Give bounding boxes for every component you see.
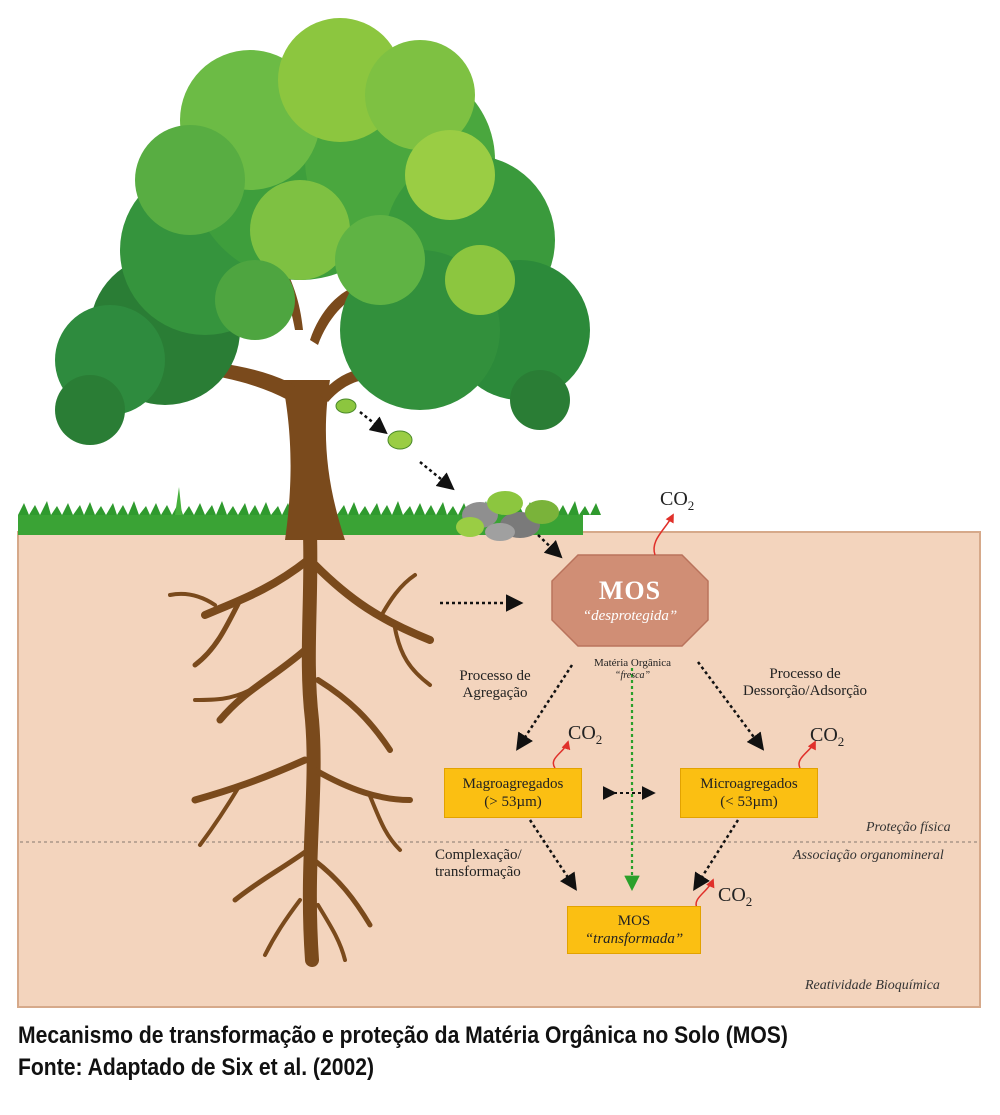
- desorption-line1: Processo de: [769, 666, 841, 682]
- co2-subscript: 2: [837, 734, 845, 749]
- caption-title: Mecanismo de transformação e proteção da…: [18, 1022, 788, 1049]
- co2-label-transformed: CO2: [718, 884, 752, 910]
- co2-label-micro: CO2: [810, 724, 844, 750]
- co2-subscript: 2: [595, 732, 603, 747]
- macro-line1: Magroagregados: [462, 776, 564, 792]
- soil-organic-matter-diagram: MOS “desprotegida” Matéria Orgânica “fre…: [17, 18, 981, 1008]
- co2-arrow-mos: [653, 513, 674, 556]
- fresh-om-line1: Matéria Orgânica: [593, 657, 672, 669]
- caption-source: Fonte: Adaptado de Six et al. (2002): [18, 1054, 374, 1082]
- aggregation-process-label: Processo de Agregação: [440, 668, 550, 703]
- co2-text: CO: [718, 884, 746, 906]
- co2-arrow-micro: [798, 740, 816, 769]
- mos-unprotected-octagon: [551, 554, 709, 647]
- co2-text: CO: [660, 488, 688, 510]
- mos-transformed-subtitle: “transformada”: [584, 931, 684, 947]
- fresh-om-line2: “fresca”: [614, 669, 651, 681]
- arrow-macro-to-transformed: [528, 819, 577, 891]
- diagram-graphics: [17, 18, 981, 1008]
- arrow-aggregation: [516, 664, 574, 751]
- mos-unprotected-title: MOS: [598, 575, 662, 605]
- co2-subscript: 2: [745, 894, 753, 909]
- co2-subscript: 2: [687, 498, 695, 513]
- leaf-litter-pile: [456, 491, 559, 541]
- falling-leaves: [335, 398, 455, 491]
- macroaggregates-box: Magroagregados (> 53µm): [444, 768, 582, 818]
- co2-text: CO: [568, 722, 596, 744]
- tree-canopy: [55, 18, 590, 445]
- macro-line2: (> 53µm): [484, 794, 542, 810]
- arrow-micro-to-transformed: [693, 819, 740, 891]
- co2-text: CO: [810, 724, 838, 746]
- complexation-label: Complexação/ transformação: [435, 847, 545, 882]
- zone-physical-protection: Proteção física: [866, 820, 951, 835]
- aggregation-line1: Processo de: [459, 668, 531, 684]
- complexation-line2: transformação: [435, 864, 521, 881]
- microaggregates-box: Microagregados (< 53µm): [680, 768, 818, 818]
- mos-transformed-title: MOS: [617, 913, 651, 929]
- tree-roots: [168, 528, 434, 967]
- co2-label-mos: CO2: [660, 488, 694, 514]
- co2-label-macro: CO2: [568, 722, 602, 748]
- desorption-line2: Dessorção/Adsorção: [742, 683, 868, 700]
- zone-organomineral-association: Associação organomineral: [793, 848, 944, 863]
- co2-arrow-transformed: [695, 878, 715, 909]
- zone-biochemical-reactivity: Reatividade Bioquímica: [805, 978, 940, 993]
- fresh-om-label: Matéria Orgânica “fresca”: [575, 657, 690, 681]
- complexation-line1: Complexação/: [435, 847, 522, 863]
- mos-unprotected: MOS “desprotegida”: [552, 555, 708, 645]
- arrow-litter-to-mos: [537, 534, 563, 559]
- desorption-process-label: Processo de Dessorção/Adsorção: [730, 666, 880, 701]
- aggregation-line2: Agregação: [462, 685, 528, 702]
- mos-unprotected-subtitle: “desprotegida”: [582, 607, 678, 624]
- figure-caption: Mecanismo de transformação e proteção da…: [18, 1020, 876, 1085]
- mos-transformed-box: MOS “transformada”: [567, 906, 701, 954]
- co2-arrow-macro: [552, 740, 571, 769]
- micro-line1: Microagregados: [700, 776, 798, 792]
- micro-line2: (< 53µm): [720, 794, 778, 810]
